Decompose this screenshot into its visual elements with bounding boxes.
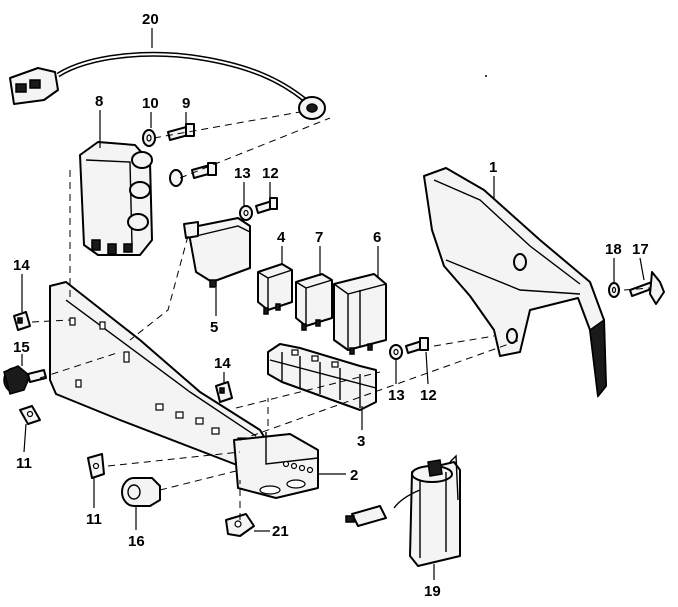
callout-2: 2	[350, 467, 358, 484]
part-3-relay-base	[267, 343, 377, 411]
callout-17: 17	[632, 241, 649, 258]
callout-13-upper: 13	[234, 165, 251, 182]
callout-20: 20	[142, 11, 159, 28]
part-19-capacitor	[345, 454, 461, 567]
part-11-clip-upper	[19, 405, 41, 425]
part-2-lower-bracket	[233, 432, 319, 499]
callout-11-upper: 11	[16, 455, 32, 472]
part-8-control-unit	[79, 141, 153, 256]
part-12-bolt-lower	[405, 337, 429, 354]
part-14-clip-center	[215, 381, 233, 403]
callout-5: 5	[210, 319, 218, 336]
callout-15: 15	[13, 339, 30, 356]
part-12-bolt-upper	[255, 197, 278, 214]
part-7-relay	[295, 273, 333, 331]
callout-12-upper: 12	[262, 165, 279, 182]
callout-3: 3	[357, 433, 365, 450]
part-10-washer	[142, 129, 156, 147]
part-16-rubber-buffer	[121, 477, 161, 507]
callout-13-lower: 13	[388, 387, 405, 404]
callout-8: 8	[95, 93, 103, 110]
part-13-washer-lower	[389, 344, 403, 360]
part-18-washer	[608, 282, 620, 298]
callout-6: 6	[373, 229, 381, 246]
assembly-guide-lines	[31, 111, 651, 520]
part-4-relay	[257, 263, 293, 315]
callout-11-lower: 11	[86, 511, 102, 528]
callout-labels: 20 8 10 9 13 12 5 4 7 6 1 18 17 14 14 15…	[13, 11, 649, 600]
callout-1: 1	[489, 159, 497, 176]
callout-19: 19	[424, 583, 441, 600]
part-17-wing-screw	[629, 271, 665, 305]
part-1-cover-panel	[423, 167, 607, 398]
part-11-clip-lower	[87, 453, 105, 479]
callout-10: 10	[142, 95, 159, 112]
part-14-clip-left	[13, 311, 31, 331]
callout-14-left: 14	[13, 257, 30, 274]
callout-18: 18	[605, 241, 622, 258]
callout-4: 4	[277, 229, 286, 246]
callout-16: 16	[128, 533, 145, 550]
callout-7: 7	[315, 229, 323, 246]
callout-14-center: 14	[214, 355, 231, 372]
callout-leaders	[21, 28, 645, 580]
speck-mark	[485, 75, 487, 77]
part-20-cable	[9, 51, 326, 120]
part-21-clip	[225, 513, 255, 537]
part-13-washer-upper	[239, 205, 253, 221]
part-6-relay	[333, 273, 387, 355]
part-15-rubber-mount	[3, 365, 47, 395]
part-bolt-lower	[169, 162, 217, 187]
callout-9: 9	[182, 95, 190, 112]
callout-21: 21	[272, 523, 289, 540]
callout-12-lower: 12	[420, 387, 437, 404]
part-5-relay	[183, 217, 251, 288]
